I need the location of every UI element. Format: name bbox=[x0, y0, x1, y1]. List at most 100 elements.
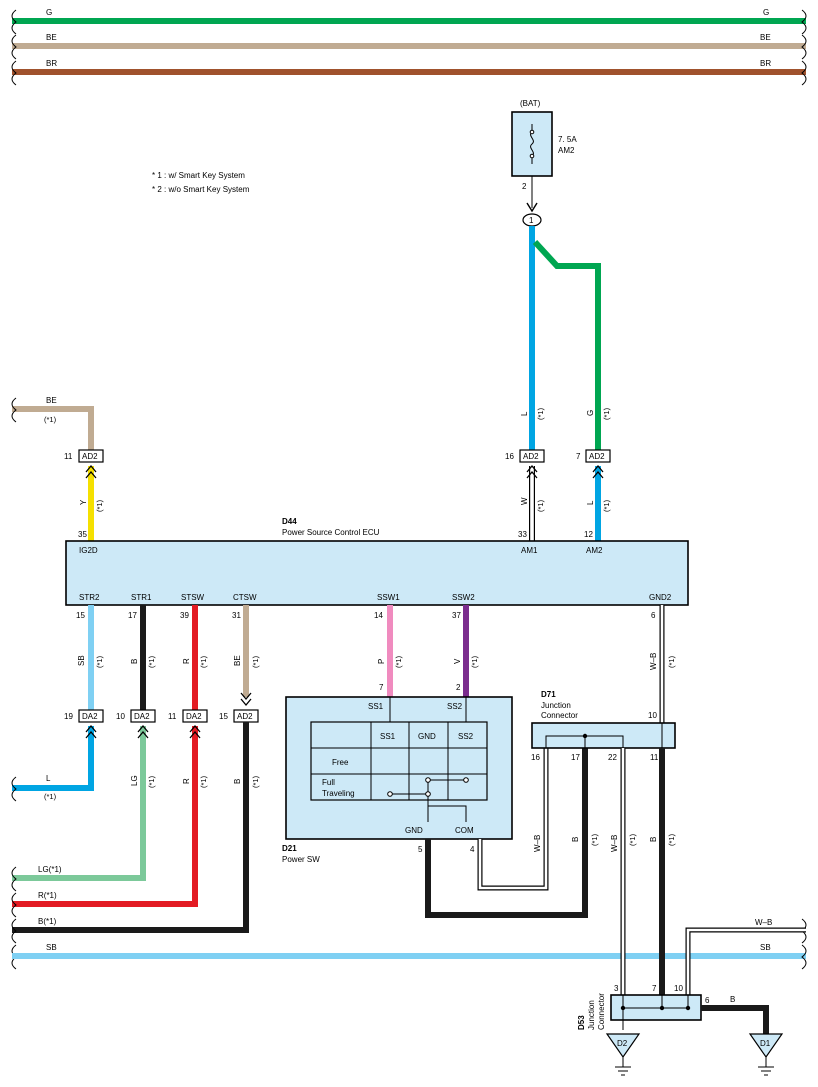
svg-text:6: 6 bbox=[705, 996, 710, 1005]
ecu-pin-31: 31 bbox=[232, 611, 241, 620]
svg-text:11: 11 bbox=[168, 712, 177, 721]
svg-text:AD2: AD2 bbox=[589, 452, 605, 461]
wire-l-bottom bbox=[12, 726, 94, 791]
star-g-upper: (*1) bbox=[602, 407, 611, 420]
bus-label-be-right: BE bbox=[760, 33, 771, 42]
svg-text:10: 10 bbox=[116, 712, 125, 721]
svg-text:16: 16 bbox=[505, 452, 514, 461]
ecu-term-ig2d: IG2D bbox=[79, 546, 98, 555]
label-g-upper: G bbox=[586, 410, 595, 416]
wire-b-gnd bbox=[425, 748, 588, 918]
connector-da2-19: DA2 19 bbox=[64, 709, 104, 723]
label-l-bottom: L bbox=[46, 774, 51, 783]
star-v: (*1) bbox=[470, 655, 479, 668]
row-free: Free bbox=[332, 758, 349, 767]
ecu-term-ssw2: SSW2 bbox=[452, 593, 475, 602]
star-lg: (*1) bbox=[147, 775, 156, 788]
label-l-upper: L bbox=[520, 411, 529, 416]
star-b2: (*1) bbox=[251, 775, 260, 788]
svg-text:Connector: Connector bbox=[541, 711, 578, 720]
svg-text:11: 11 bbox=[650, 753, 659, 762]
svg-text:3: 3 bbox=[614, 984, 619, 993]
ecu-term-am2: AM2 bbox=[586, 546, 603, 555]
svg-text:SS2: SS2 bbox=[458, 732, 474, 741]
star-l-bottom: (*1) bbox=[44, 792, 57, 801]
label-p: P bbox=[377, 659, 386, 664]
svg-text:GND: GND bbox=[418, 732, 436, 741]
svg-text:Power SW: Power SW bbox=[282, 855, 320, 864]
wire-lg bbox=[12, 726, 146, 881]
svg-text:D2: D2 bbox=[617, 1039, 628, 1048]
fuse-source-label: (BAT) bbox=[520, 99, 541, 108]
star-r: (*1) bbox=[199, 655, 208, 668]
junction-1: 1 bbox=[529, 216, 534, 225]
label-r2: R bbox=[182, 778, 191, 784]
svg-text:7: 7 bbox=[576, 452, 581, 461]
ecu-name: Power Source Control ECU bbox=[282, 528, 380, 537]
wire-be-top-left bbox=[12, 406, 94, 452]
fuse-rating: 7. 5A bbox=[558, 135, 577, 144]
label-sb-right: SB bbox=[760, 943, 771, 952]
label-v: V bbox=[453, 658, 462, 664]
ecu-code: D44 bbox=[282, 517, 297, 526]
note-smart-key: * 1 : w/ Smart Key System bbox=[152, 171, 245, 180]
junction-connector-d71: D71 Junction Connector 10 16 17 22 11 bbox=[531, 690, 676, 762]
star-b-j1: (*1) bbox=[590, 833, 599, 846]
ecu-term-am1: AM1 bbox=[521, 546, 538, 555]
ecu-pin-15: 15 bbox=[76, 611, 85, 620]
svg-text:D1: D1 bbox=[760, 1039, 771, 1048]
pin-ss2: 2 bbox=[456, 683, 461, 692]
label-lg-left: LG(*1) bbox=[38, 865, 62, 874]
ecu-pin-6: 6 bbox=[651, 611, 656, 620]
connector-da2-10: DA2 10 bbox=[116, 709, 156, 723]
fuse-pin: 2 bbox=[522, 182, 527, 191]
ecu-pin-39: 39 bbox=[180, 611, 189, 620]
star-r2: (*1) bbox=[199, 775, 208, 788]
label-lg: LG bbox=[130, 775, 139, 786]
star-y: (*1) bbox=[95, 499, 104, 512]
junction-connector-d53: 3 7 10 6 D53 Junction Connector bbox=[577, 984, 710, 1030]
label-wb-j1: W–B bbox=[533, 835, 542, 852]
label-be: BE bbox=[233, 655, 242, 666]
ecu-term-ctsw: CTSW bbox=[233, 593, 257, 602]
svg-text:D53: D53 bbox=[577, 1015, 586, 1030]
ecu-term-gnd2: GND2 bbox=[649, 593, 672, 602]
wire-r-bottom bbox=[12, 726, 198, 907]
svg-text:COM: COM bbox=[455, 826, 474, 835]
svg-text:11: 11 bbox=[64, 452, 73, 461]
note-no-smart-key: * 2 : w/o Smart Key System bbox=[152, 185, 250, 194]
svg-text:AD2: AD2 bbox=[82, 452, 98, 461]
fuse-am2: (BAT) 7. 5A AM2 2 1 bbox=[511, 99, 577, 227]
label-r-left: R(*1) bbox=[38, 891, 57, 900]
row-full: Full bbox=[322, 778, 335, 787]
svg-text:SS1: SS1 bbox=[380, 732, 396, 741]
star-be: (*1) bbox=[251, 655, 260, 668]
ecu-pin-35: 35 bbox=[78, 530, 87, 539]
star-wb-j2: (*1) bbox=[628, 833, 637, 846]
label-b2: B bbox=[233, 779, 242, 784]
wire-b-bottom bbox=[12, 722, 249, 933]
svg-text:22: 22 bbox=[608, 753, 617, 762]
connector-ad2-am1: AD2 16 bbox=[505, 449, 545, 463]
label-be-top: BE bbox=[46, 396, 57, 405]
star-be-top: (*1) bbox=[44, 415, 57, 424]
ecu-term-stsw: STSW bbox=[181, 593, 205, 602]
svg-text:DA2: DA2 bbox=[186, 712, 202, 721]
svg-text:DA2: DA2 bbox=[82, 712, 98, 721]
label-b-d53: B bbox=[730, 995, 735, 1004]
ecu-term-ssw1: SSW1 bbox=[377, 593, 400, 602]
label-b-left: B(*1) bbox=[38, 917, 57, 926]
svg-text:SS2: SS2 bbox=[447, 702, 463, 711]
svg-text:15: 15 bbox=[219, 712, 228, 721]
label-wb: W–B bbox=[649, 653, 658, 670]
svg-text:17: 17 bbox=[571, 753, 580, 762]
label-sb: SB bbox=[77, 655, 86, 666]
svg-text:7: 7 bbox=[652, 984, 657, 993]
svg-text:AD2: AD2 bbox=[237, 712, 253, 721]
label-r: R bbox=[182, 658, 191, 664]
svg-text:Junction: Junction bbox=[587, 1000, 596, 1030]
wire-wb-right bbox=[686, 928, 806, 995]
connector-da2-11: DA2 11 bbox=[168, 709, 208, 723]
label-b: B bbox=[130, 659, 139, 664]
label-b-j2: B bbox=[649, 837, 658, 842]
